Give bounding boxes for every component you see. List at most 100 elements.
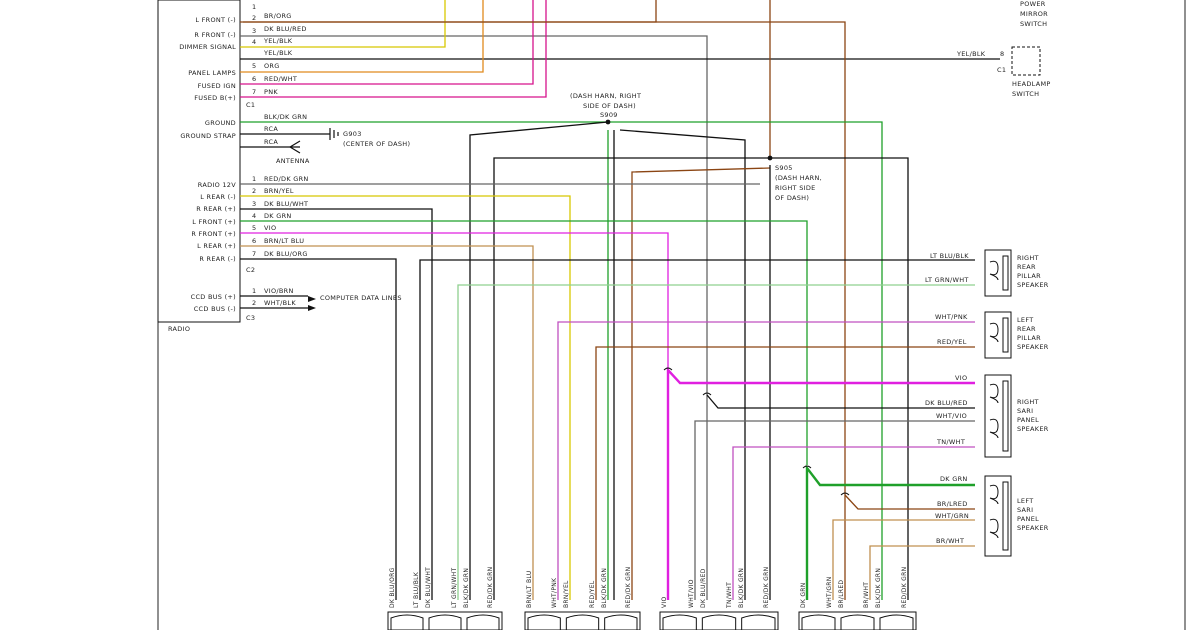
speaker-wire-label: DK BLU/RED bbox=[925, 399, 968, 407]
connector-pin-label: BRN/LT BLU bbox=[526, 571, 533, 608]
connector-pin-label: LT BLU/BLK bbox=[413, 571, 420, 608]
connector-pin-label: BR/WHT bbox=[863, 582, 870, 608]
connector-pin-label: BLK/DK GRN bbox=[875, 568, 882, 608]
headlamp-wire-label: YEL/BLK bbox=[956, 50, 986, 58]
wire-br-org bbox=[240, 0, 657, 23]
wire-blk-dk-grn bbox=[240, 121, 883, 600]
pin-function: L REAR (+) bbox=[197, 242, 236, 250]
antenna-icon bbox=[289, 140, 301, 154]
pin-function: PANEL LAMPS bbox=[188, 69, 236, 77]
speaker-wire-label: BR/WHT bbox=[936, 537, 964, 545]
speaker-wire-label: RED/YEL bbox=[937, 338, 967, 346]
pin-number: 2 bbox=[252, 299, 256, 307]
g903-label: G903 bbox=[343, 130, 362, 138]
wire-wht-pnk bbox=[557, 321, 975, 600]
pin-function: CCD BUS (-) bbox=[194, 305, 236, 313]
wire-color-label: YEL/BLK bbox=[263, 37, 293, 45]
connector-pin-label: BLK/DK GRN bbox=[738, 568, 745, 608]
s905-line-4: OF DASH) bbox=[775, 194, 809, 202]
wire-color-label: RED/WHT bbox=[264, 75, 297, 83]
connector-cavity bbox=[604, 614, 638, 630]
radio-label: RADIO bbox=[168, 325, 190, 333]
s905-line-3: RIGHT SIDE bbox=[775, 184, 816, 192]
wire-vio bbox=[240, 232, 669, 370]
wire-color-label: BRN/LT BLU bbox=[264, 237, 304, 245]
wire-dk-blu-red-spk bbox=[706, 394, 975, 409]
pin-number: 2 bbox=[252, 187, 256, 195]
pin-function: L REAR (-) bbox=[200, 193, 236, 201]
connector-cavity bbox=[701, 614, 737, 630]
s909-line-2: SIDE OF DASH) bbox=[583, 102, 636, 110]
pin-function: R REAR (+) bbox=[196, 205, 236, 213]
radio-c3-pins: CCD BUS (+) 1 VIO/BRN CCD BUS (-) 2 WHT/… bbox=[191, 287, 402, 313]
speaker-name-line: SARI bbox=[1017, 506, 1033, 514]
speaker-name-line: RIGHT bbox=[1017, 398, 1039, 406]
pin-function: R REAR (-) bbox=[199, 255, 236, 263]
wire-color-label: BLK/DK GRN bbox=[264, 113, 307, 121]
connector-c3-label: C3 bbox=[246, 314, 255, 322]
speaker-wire-label: VIO bbox=[955, 374, 967, 382]
pin-number: 7 bbox=[252, 88, 256, 96]
speaker-coil-icon bbox=[989, 322, 999, 343]
speaker-cone-icon bbox=[1002, 481, 1009, 551]
wire-s905-right bbox=[770, 157, 909, 600]
left-sari-panel-speaker: DK GRN BR/LRED WHT/GRN BR/WHT LEFT SARI … bbox=[935, 475, 1048, 557]
speaker-wire-label: LT GRN/WHT bbox=[925, 276, 969, 284]
headlamp-connector: C1 bbox=[997, 66, 1006, 74]
connector-cavity bbox=[801, 614, 836, 630]
wire-brown-long bbox=[243, 21, 846, 600]
wire-color-label: BRN/YEL bbox=[264, 187, 294, 195]
pin-function: R FRONT (-) bbox=[194, 31, 236, 39]
wire-wht-grn bbox=[832, 519, 975, 600]
wire-dk-blu-red bbox=[240, 35, 708, 600]
splice-s905-dot bbox=[767, 155, 773, 161]
connector-pin-label: VIO bbox=[661, 597, 668, 609]
wire-color-label: RED/DK GRN bbox=[264, 175, 309, 183]
computer-data-label: COMPUTER DATA LINES bbox=[320, 294, 402, 302]
connector-pin-label: DK BLU/ORG bbox=[389, 567, 396, 608]
s909-line-1: (DASH HARN, RIGHT bbox=[570, 92, 641, 100]
radio-body bbox=[157, 0, 241, 323]
wire-break-symbols bbox=[663, 367, 850, 496]
speaker-wire-label: DK GRN bbox=[940, 475, 968, 483]
pin-function: L FRONT (+) bbox=[192, 218, 236, 226]
speaker-name-line: SARI bbox=[1017, 407, 1033, 415]
connector-pin-label: RED/YEL bbox=[589, 580, 596, 608]
connector-pin-label: WHT/VIO bbox=[688, 579, 695, 608]
mirror-line-3: SWITCH bbox=[1020, 20, 1047, 28]
wire-color-label: RCA bbox=[264, 138, 278, 146]
connector-pin-label: BLK/DK GRN bbox=[601, 568, 608, 608]
wire-color-label: DK BLU/ORG bbox=[264, 250, 308, 258]
speaker-cone-icon bbox=[1002, 255, 1009, 291]
pin-number: 1 bbox=[252, 175, 256, 183]
speaker-name-line: LEFT bbox=[1017, 316, 1034, 324]
speaker-wire-label: WHT/PNK bbox=[935, 313, 968, 321]
s905-line-2: (DASH HARN, bbox=[775, 174, 822, 182]
radio-ground-pins: GROUND BLK/DK GRN GROUND STRAP RCA RCA A… bbox=[180, 113, 410, 165]
connector-cavity bbox=[741, 614, 776, 630]
wire-color-label: DK BLU/RED bbox=[264, 25, 307, 33]
connector-cavity bbox=[662, 614, 697, 630]
connector-pin-label: DK BLU/WHT bbox=[425, 567, 432, 608]
wire-tn-wht bbox=[732, 446, 975, 600]
wire-vio-heavy bbox=[666, 366, 975, 600]
wire-color-label: DK BLU/WHT bbox=[264, 200, 308, 208]
speaker-name-line: SPEAKER bbox=[1017, 425, 1049, 433]
wire-yel-blk-dimmer bbox=[240, 0, 446, 48]
headlamp-switch-box bbox=[1011, 46, 1041, 76]
connector-pin-label: DK BLU/RED bbox=[700, 568, 707, 608]
speaker-name-line: PANEL bbox=[1017, 515, 1039, 523]
computer-arrow-icon bbox=[308, 296, 316, 311]
wire-wht-vio bbox=[694, 420, 975, 600]
power-mirror-switch: POWER MIRROR SWITCH bbox=[1020, 0, 1048, 28]
connector-pin-label: DK GRN bbox=[800, 582, 807, 608]
wire-color-label: VIO/BRN bbox=[264, 287, 294, 295]
pin-number: 2 bbox=[252, 14, 256, 22]
wire-br-lred bbox=[844, 494, 975, 510]
g903-note: (CENTER OF DASH) bbox=[343, 140, 410, 148]
